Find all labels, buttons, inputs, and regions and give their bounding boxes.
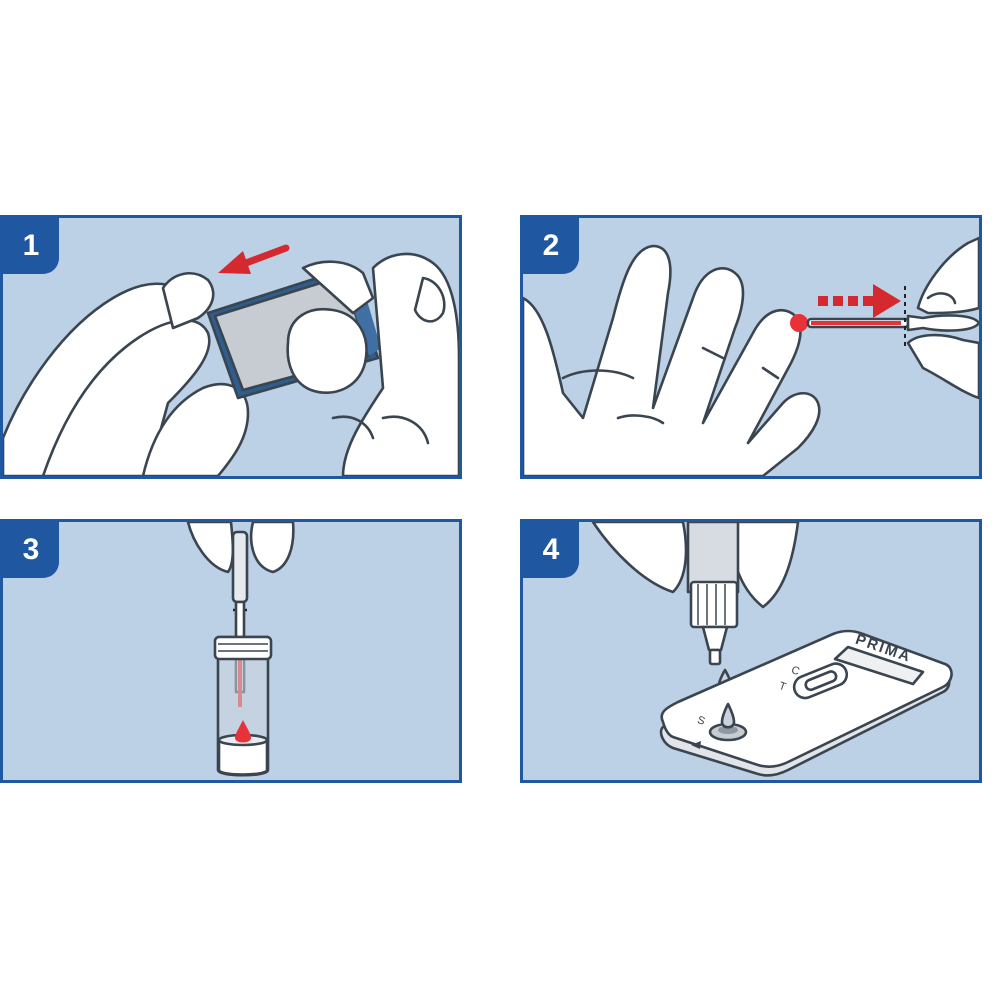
control-line-mark: C [790,664,801,678]
step-number-badge: 2 [523,218,579,274]
left-hand [3,272,250,476]
step-number-badge: 4 [523,522,579,578]
step-number-badge: 1 [3,218,59,274]
sample-arrow-icon [691,741,701,749]
transfer-sample-to-buffer-illustration [186,522,295,777]
right-hand [286,252,459,476]
open-lancet-pouch-illustration [3,244,459,476]
holding-hand [906,236,979,400]
collect-blood-sample-illustration [523,236,979,476]
apply-to-test-cassette-illustration: PRIMA C T S [591,522,953,777]
buffer-vial [213,635,273,777]
blood-drop-icon [790,314,808,332]
open-hand [523,244,821,476]
dropper-bottle [686,522,740,666]
test-cassette [659,629,953,777]
step-3-panel: 3 [0,519,462,783]
pull-direction-arrow-icon [218,244,290,274]
step-4-panel: 4 PR [520,519,982,783]
test-line-mark: T [777,680,788,694]
step-number-badge: 3 [3,522,59,578]
fill-direction-arrow-icon [818,284,901,318]
step-2-panel: 2 [520,215,982,479]
capillary-pipette [806,286,979,346]
step-1-panel: 1 [0,215,462,479]
blood-drop-icon [235,720,251,743]
drop-icon [720,702,736,729]
sample-well-mark: S [696,714,707,728]
